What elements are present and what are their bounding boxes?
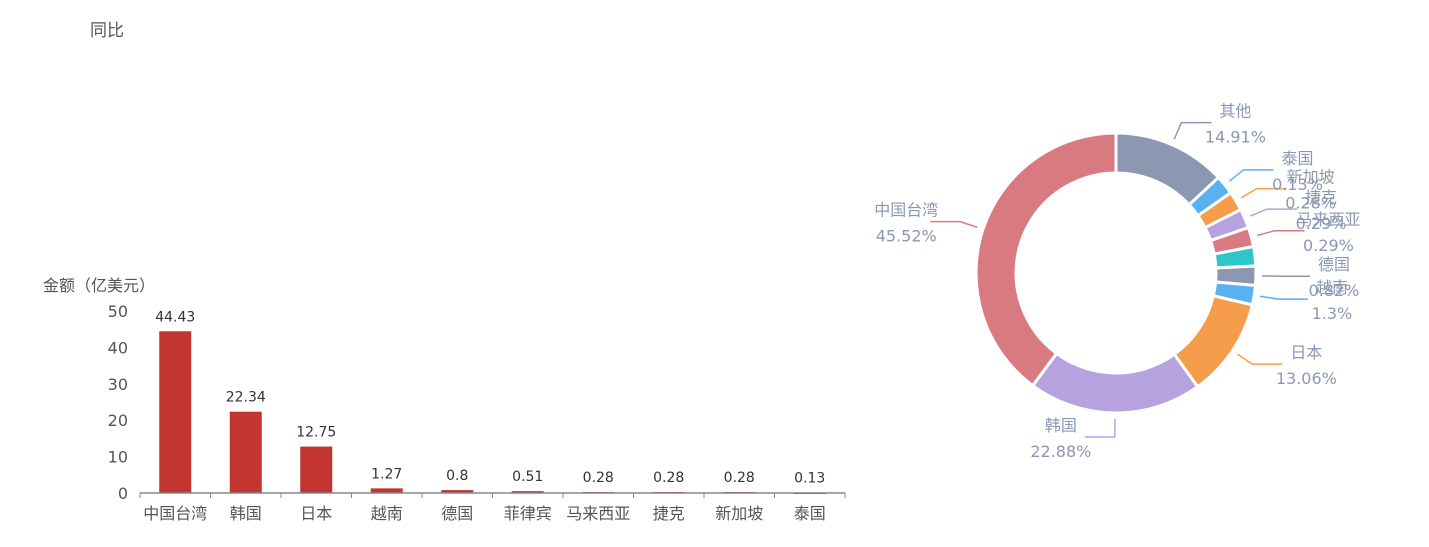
x-tick-label: 越南 [371, 504, 403, 523]
y-tick-label: 20 [108, 411, 128, 430]
donut-label-name: 德国 [1318, 255, 1350, 274]
bar-value-label: 0.28 [724, 470, 755, 486]
donut-slice [1030, 351, 1200, 415]
donut-label-percent: 0.82% [1309, 281, 1360, 300]
donut-label-percent: 0.29% [1303, 236, 1354, 255]
donut-label-name: 日本 [1290, 343, 1322, 362]
donut-label-percent: 1.3% [1312, 304, 1353, 323]
x-tick-label: 中国台湾 [143, 504, 207, 523]
donut-label-percent: 45.52% [876, 227, 937, 246]
donut-label-name: 韩国 [1045, 416, 1077, 435]
bar-value-label: 0.28 [653, 470, 684, 486]
y-tick-label: 50 [108, 302, 128, 321]
x-axis-ticks: 中国台湾 韩国 日本 越南 德国 菲律宾马来西亚 捷克 新加坡 泰国 [139, 493, 846, 523]
donut-leader-line [1256, 230, 1305, 237]
x-tick-label: 韩国 [230, 504, 262, 523]
donut-label-name: 马来西亚 [1296, 210, 1360, 229]
donut-label-percent: 0.29% [1296, 214, 1347, 233]
bar [441, 490, 474, 493]
donut-leader-line [1173, 121, 1212, 140]
y-tick-label: 40 [108, 338, 128, 357]
bar [300, 446, 333, 493]
bar-value-labels: 44.43 22.34 12.75 1.27 0.8 0.51 0.28 0.28 0.28 0.… [155, 309, 825, 486]
bar [159, 331, 192, 493]
bar-value-label: 44.43 [155, 309, 195, 325]
bar-value-label: 22.34 [226, 390, 266, 406]
y-tick-label: 10 [108, 448, 128, 467]
donut-leader-line [1236, 353, 1283, 365]
donut-leader-line [1260, 295, 1308, 300]
bar [511, 491, 544, 493]
donut-leader-lines [930, 121, 1310, 438]
donut-leader-line [1229, 169, 1274, 182]
bar [370, 488, 403, 493]
bar-value-label: 1.27 [371, 466, 402, 482]
x-tick-label: 德国 [441, 504, 473, 523]
donut-slices [974, 131, 1258, 415]
bar-chart: 金额（亿美元） 0 10 20 30 40 50 中国台湾 韩国 日本 越南 德国 菲律宾马来西亚 捷… [43, 276, 846, 523]
x-tick-label: 捷克 [653, 504, 685, 523]
bar-value-label: 0.8 [446, 468, 468, 484]
x-tick-label: 泰国 [794, 504, 826, 523]
y-axis-label: 金额（亿美元） [43, 276, 155, 295]
donut-label-name: 其他 [1219, 102, 1251, 121]
donut-label-percent: 0.13% [1272, 175, 1323, 194]
donut-labels: 其他14.91%泰国0.13%新加坡0.28%捷克0.29%马来西亚0.29%德… [874, 102, 1360, 461]
y-tick-label: 0 [118, 484, 128, 503]
bar-value-label: 0.13 [794, 471, 825, 487]
bar-value-label: 0.28 [583, 470, 614, 486]
donut-label-name: 中国台湾 [874, 201, 938, 220]
x-tick-label: 菲律宾 [504, 504, 552, 523]
donut-label-name: 越南 [1316, 278, 1348, 297]
donut-leader-line [930, 220, 978, 229]
donut-label-name: 泰国 [1281, 149, 1313, 168]
x-tick-label: 马来西亚 [566, 504, 630, 523]
donut-label-percent: 14.91% [1205, 128, 1266, 147]
y-axis-ticks: 0 10 20 30 40 50 [108, 302, 128, 503]
donut-leader-line [1084, 418, 1116, 438]
donut-label-name: 捷克 [1305, 188, 1337, 207]
donut-leader-line [1240, 187, 1287, 199]
donut-slice [974, 131, 1118, 388]
donut-label-percent: 0.28% [1285, 194, 1336, 213]
donut-label-percent: 22.88% [1030, 442, 1091, 461]
donut-label-name: 新加坡 [1287, 168, 1335, 187]
donut-label-percent: 13.06% [1276, 369, 1337, 388]
bar [229, 411, 262, 493]
donut-leader-line [1250, 208, 1298, 217]
bar-value-label: 12.75 [296, 425, 336, 441]
x-tick-label: 新加坡 [715, 504, 763, 523]
bar-value-label: 0.51 [512, 469, 543, 485]
y-tick-label: 30 [108, 375, 128, 394]
page-title: 同比 [90, 21, 124, 41]
x-tick-label: 日本 [300, 504, 332, 523]
